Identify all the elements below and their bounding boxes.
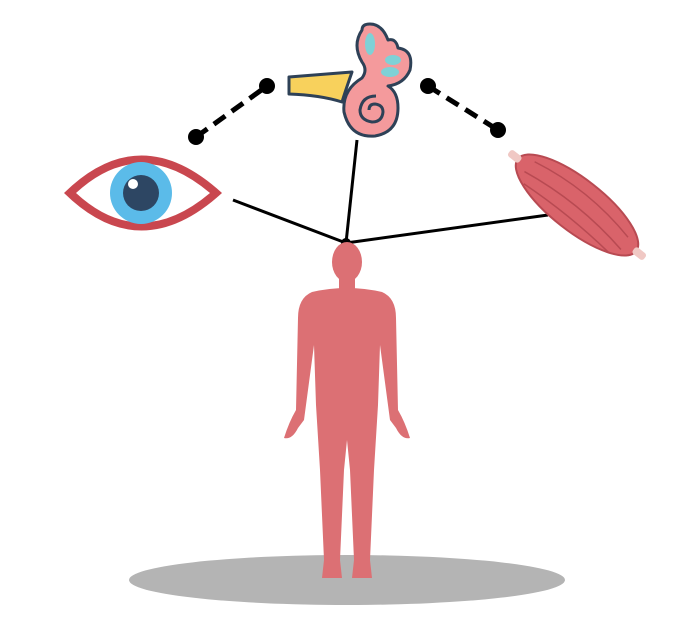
muscle-icon bbox=[507, 150, 647, 260]
human-body-icon bbox=[284, 242, 410, 578]
dashed-link-ear-muscle bbox=[420, 78, 506, 138]
connection-lines bbox=[232, 139, 549, 245]
ground-shadow bbox=[129, 555, 565, 605]
inner-ear-icon bbox=[287, 22, 413, 138]
eye-icon bbox=[64, 155, 222, 231]
dashed-link-eye-ear bbox=[188, 78, 275, 145]
